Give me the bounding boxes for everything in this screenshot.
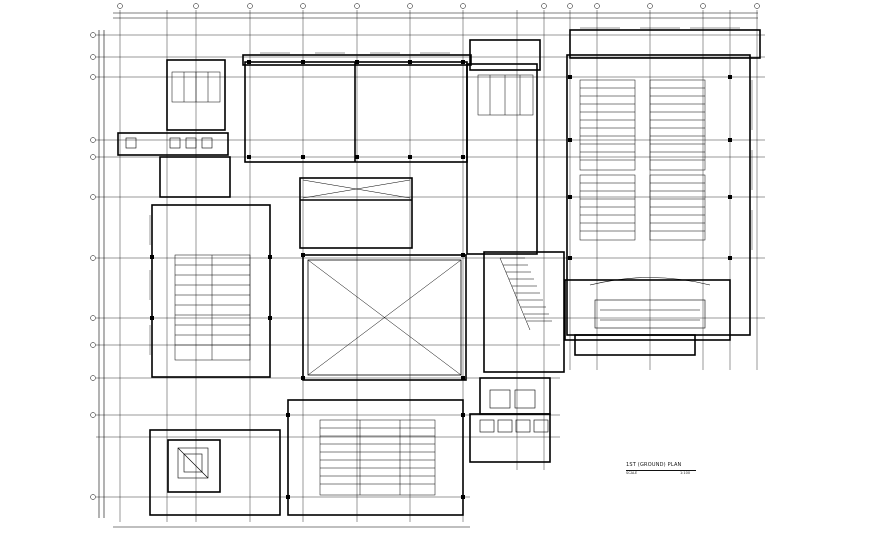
- stage-area: [589, 277, 711, 329]
- grid-markers: [90, 3, 760, 500]
- dimension-lines: [98, 12, 758, 528]
- columns: [150, 60, 732, 499]
- drawing-title-block: 1ST (GROUND) PLAN SCALE 1:100: [626, 462, 714, 476]
- scale-label: SCALE: [626, 471, 638, 475]
- stair-core: [125, 137, 549, 479]
- lecture-hall-seating: [579, 79, 706, 241]
- drawing-title: 1ST (GROUND) PLAN: [626, 462, 682, 468]
- void-mark: [302, 179, 411, 199]
- toilet-block: [171, 71, 534, 116]
- classroom-seating: [174, 254, 251, 361]
- windows: [149, 27, 753, 355]
- courtyard-open-to-sky: [307, 259, 462, 376]
- auditorium-seating: [319, 419, 436, 496]
- grid-lines: [96, 10, 765, 522]
- title-underline: [626, 470, 696, 471]
- walls: [117, 29, 761, 516]
- scale-value: 1:100: [680, 471, 691, 475]
- main-stair: [499, 257, 552, 331]
